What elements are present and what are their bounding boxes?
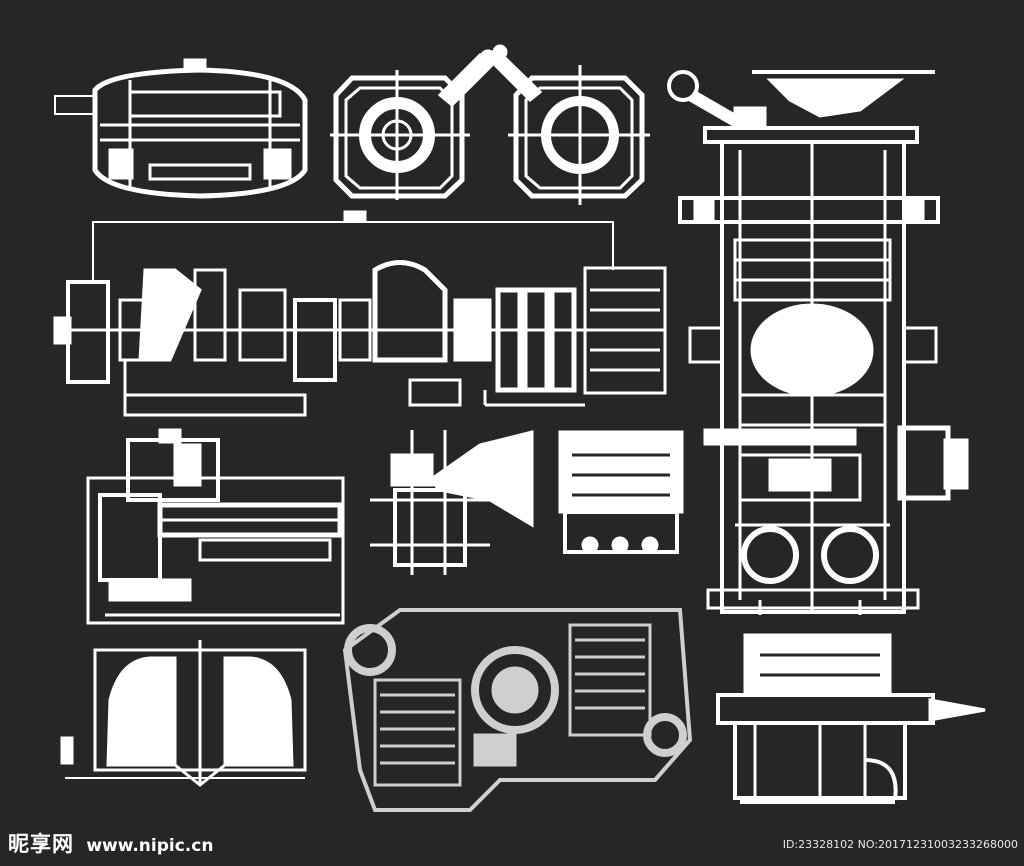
vertical-machine-assembly-drawing [667, 70, 969, 615]
cross-section-drawing [60, 640, 307, 787]
watermark-logo: 昵享网 www.nipic.cn [8, 828, 213, 858]
watermark-site-name: 昵享网 [8, 832, 74, 856]
square-flange-right-drawing [491, 44, 650, 205]
square-flange-left-drawing [330, 49, 497, 200]
watermark-image-id: ID:23328102 NO:20171231003233268000 [782, 838, 1018, 851]
gearbox-housing-drawing [342, 608, 693, 812]
horn-nozzle-drawing [370, 430, 534, 575]
capsule-housing-drawing [54, 58, 308, 199]
pump-assembly-drawing [86, 428, 345, 625]
small-block-drawing [558, 430, 684, 554]
crankshaft-assembly-drawing [53, 210, 667, 417]
watermark-site-url: www.nipic.cn [86, 836, 214, 856]
engine-block-drawing [716, 633, 986, 804]
